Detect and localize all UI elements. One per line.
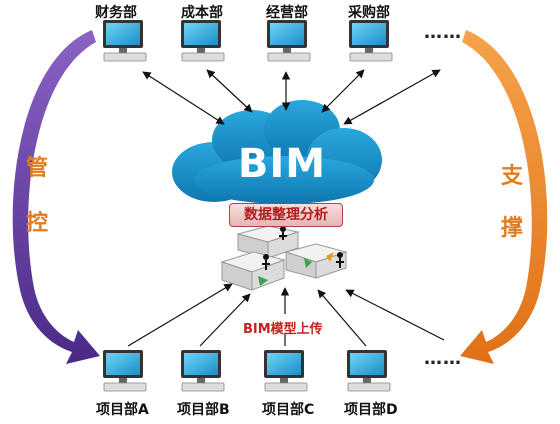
- arrow-project-d: [317, 289, 367, 347]
- arrow-project-b: [199, 293, 251, 347]
- desktop-computer-icon: [103, 350, 147, 392]
- cloud-icon: [172, 100, 382, 204]
- top-ellipsis: ……: [424, 22, 462, 43]
- bottom-computers: [103, 350, 391, 392]
- arrow-more-projects: [345, 289, 445, 341]
- desktop-computer-icon: [267, 20, 311, 62]
- project-label-d: 项目部D: [344, 402, 398, 418]
- analysis-box: 数据整理分析: [229, 203, 343, 227]
- dept-label-operations: 经营部: [266, 5, 308, 21]
- left-control-arrow: [12, 30, 100, 364]
- arrow-finance: [142, 71, 225, 125]
- arrow-purchasing: [321, 69, 365, 113]
- right-support-arrow: [460, 30, 548, 364]
- keyboard-keys-figures-icon: [220, 225, 348, 291]
- desktop-computer-icon: [264, 350, 308, 392]
- desktop-computer-icon: [181, 20, 225, 62]
- bottom-ellipsis: ……: [424, 348, 462, 369]
- left-side-char-2: 控: [26, 211, 49, 236]
- project-label-b: 项目部B: [177, 402, 230, 418]
- arrow-more: [343, 69, 441, 125]
- dept-label-finance: 财务部: [95, 5, 137, 21]
- right-side-char-1: 支: [501, 164, 524, 189]
- dept-label-cost: 成本部: [181, 5, 223, 21]
- bottom-connection-arrows: [127, 283, 445, 347]
- top-connection-arrows: [142, 69, 441, 125]
- project-label-a: 项目部A: [96, 402, 149, 418]
- arrow-cost: [206, 69, 253, 113]
- upload-label: BIM模型上传: [243, 322, 323, 337]
- top-computers: [103, 20, 393, 62]
- desktop-computer-icon: [103, 20, 147, 62]
- cloud-label: BIM: [237, 141, 327, 187]
- desktop-computer-icon: [349, 20, 393, 62]
- desktop-computer-icon: [181, 350, 225, 392]
- desktop-computer-icon: [347, 350, 391, 392]
- project-label-c: 项目部C: [262, 402, 315, 418]
- arrow-project-a: [127, 283, 233, 347]
- dept-label-purchasing: 采购部: [348, 5, 390, 21]
- left-side-char-1: 管: [26, 156, 49, 181]
- right-side-char-2: 撑: [501, 216, 524, 241]
